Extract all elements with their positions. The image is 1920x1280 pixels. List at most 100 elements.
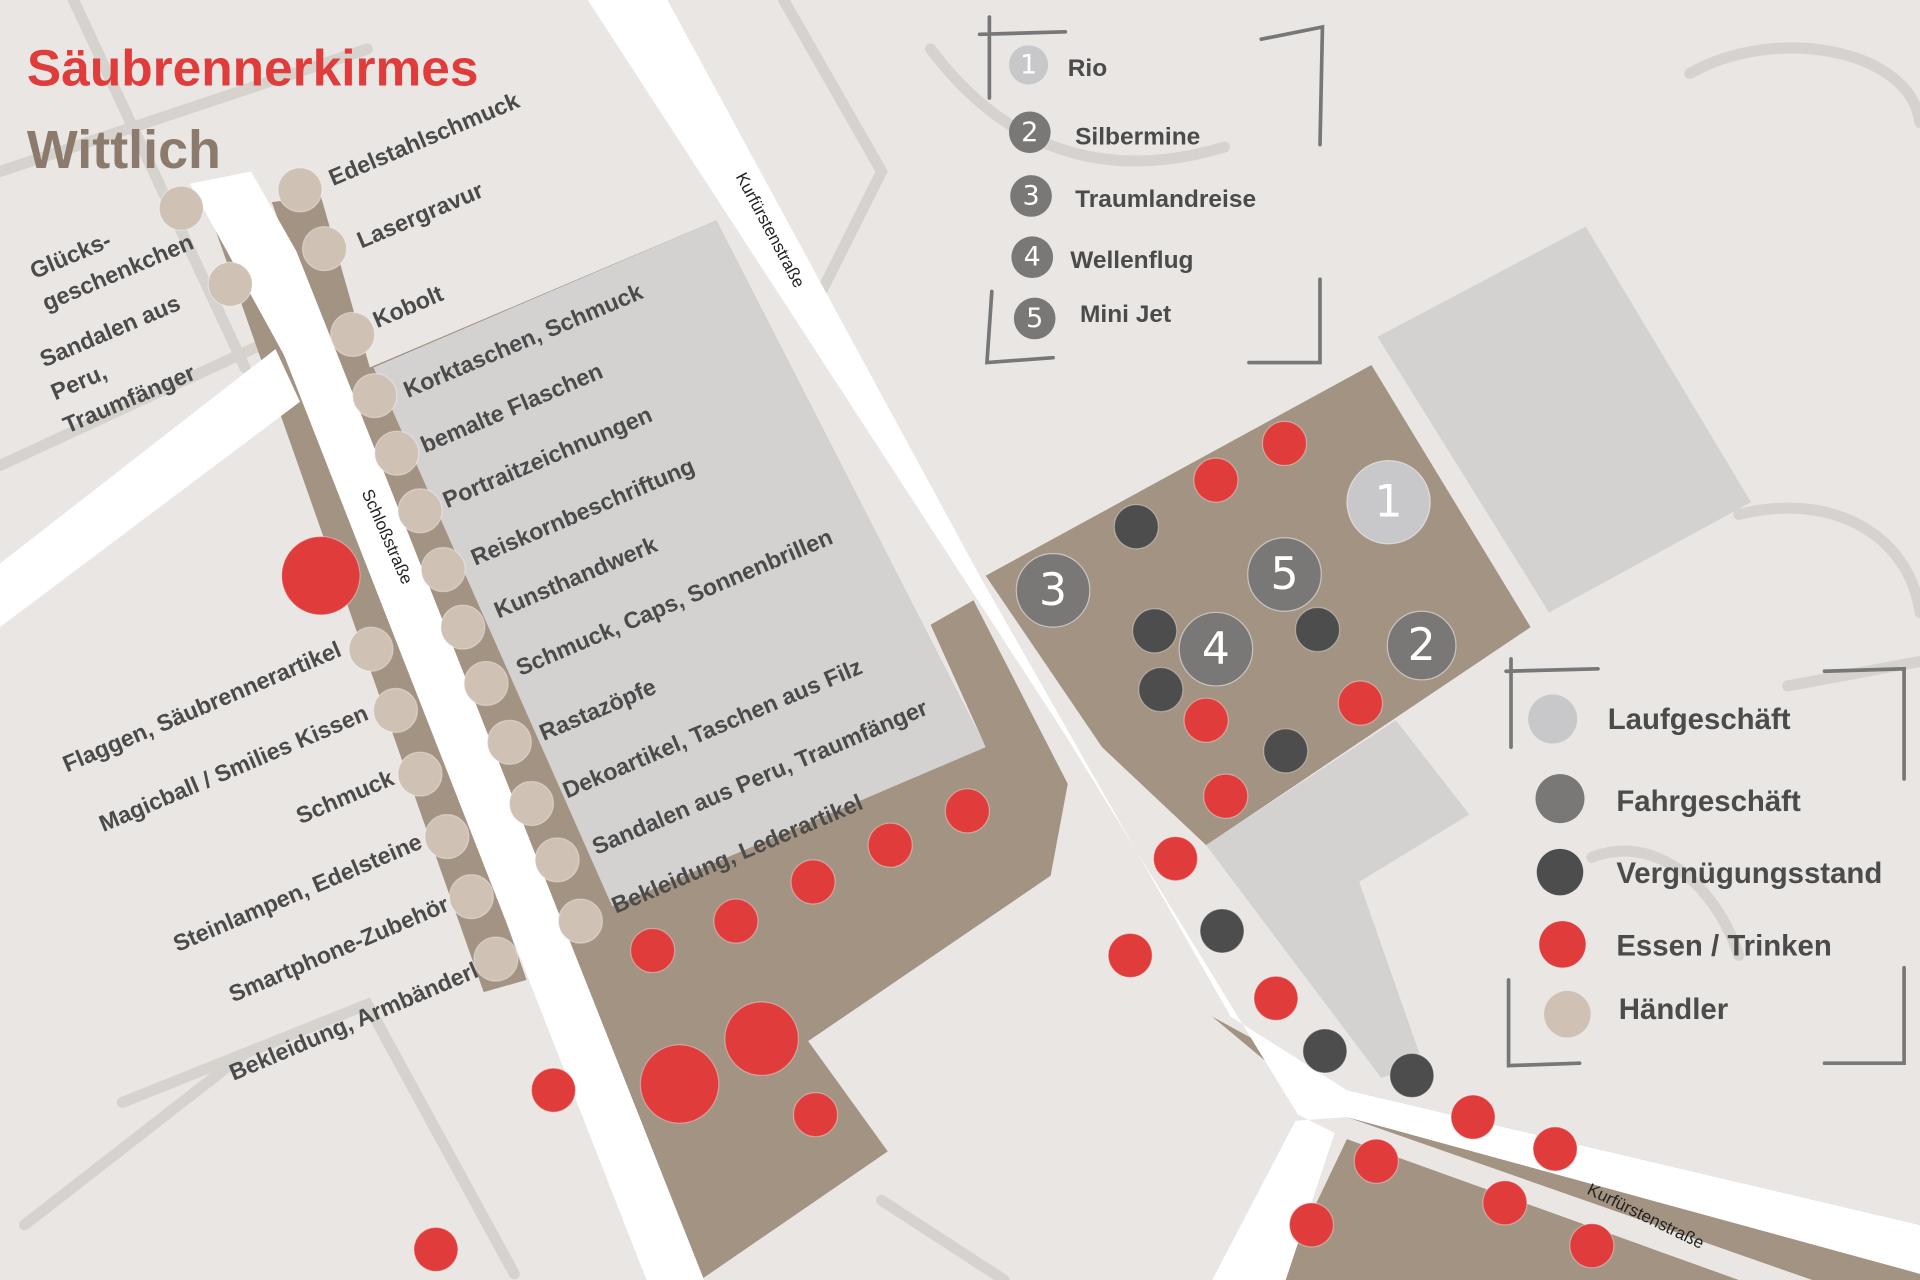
- food-marker: [1288, 1202, 1335, 1248]
- legend-item-haendler: Händler: [1544, 990, 1728, 1038]
- svg-text:5: 5: [1026, 303, 1043, 334]
- haendler-marker: [473, 936, 519, 982]
- ride-badge-icon: [1013, 297, 1056, 340]
- ride-badge-icon: [1010, 175, 1052, 217]
- haendler-marker: [424, 813, 470, 860]
- ride-marker-number: 4: [1202, 624, 1230, 675]
- food-marker: [1569, 1223, 1615, 1269]
- food-marker: [1152, 835, 1199, 882]
- vergnuegungsstand-marker: [1113, 504, 1159, 550]
- food-marker: [867, 822, 913, 868]
- food-marker: [724, 1001, 799, 1077]
- haendler-marker: [508, 780, 555, 827]
- food-marker: [413, 1226, 459, 1273]
- haendler-marker: [301, 225, 348, 272]
- vergnuegungsstand-marker: [1138, 666, 1184, 713]
- haendler-marker: [352, 372, 398, 419]
- svg-text:Essen / Trinken: Essen / Trinken: [1616, 929, 1831, 962]
- legend-item-fahrgeschaeft: Fahrgeschäft: [1535, 774, 1801, 824]
- vergnuegungsstand-marker: [1199, 908, 1245, 954]
- food-marker: [530, 1067, 577, 1113]
- svg-text:Laufgeschäft: Laufgeschäft: [1608, 703, 1791, 736]
- haendler-marker: [440, 604, 486, 650]
- map-title: Säubrennerkirmes: [27, 39, 479, 97]
- food-marker: [792, 1091, 839, 1138]
- ride-badge-icon: [1011, 236, 1054, 279]
- ride-marker-number: 3: [1039, 565, 1067, 616]
- haendler-marker-icon: [1544, 990, 1591, 1038]
- food-marker: [790, 859, 836, 905]
- food-marker: [1353, 1138, 1399, 1184]
- ride-marker-number: 2: [1408, 620, 1436, 671]
- food-marker: [639, 1044, 720, 1124]
- map-subtitle: Wittlich: [27, 120, 221, 180]
- type-legend: Laufgeschäft Fahrgeschäft Vergnügungssta…: [1504, 657, 1906, 1068]
- ride-item-2: 2 Silbermine: [1008, 111, 1200, 154]
- svg-text:Fahrgeschäft: Fahrgeschäft: [1616, 785, 1801, 818]
- haendler-marker: [374, 430, 420, 476]
- vergnuegungsstand-marker: [1389, 1052, 1435, 1099]
- haendler-marker: [463, 660, 509, 707]
- vergnuegungsstand-marker-icon: [1536, 848, 1584, 896]
- haendler-marker: [397, 751, 443, 797]
- haendler-marker: [486, 719, 533, 765]
- ride-marker-5: [1247, 537, 1322, 612]
- food-marker: [944, 788, 990, 834]
- laufgeschaeft-marker-icon: [1528, 694, 1578, 744]
- ride-marker-2: [1386, 610, 1457, 681]
- haendler-marker: [330, 311, 376, 358]
- svg-text:2: 2: [1021, 117, 1038, 148]
- svg-text:Traumlandreise: Traumlandreise: [1075, 186, 1256, 213]
- svg-text:Händler: Händler: [1619, 993, 1728, 1026]
- ride-marker-number: 5: [1270, 549, 1298, 600]
- food-marker: [1337, 680, 1384, 726]
- svg-text:Silbermine: Silbermine: [1075, 124, 1200, 151]
- ride-marker-4: [1178, 611, 1254, 687]
- food-marker-icon: [1539, 921, 1586, 968]
- haendler-marker: [277, 167, 323, 213]
- svg-text:Mini Jet: Mini Jet: [1080, 301, 1171, 328]
- food-marker: [1107, 932, 1153, 979]
- haendler-marker: [372, 687, 419, 734]
- food-marker: [1193, 457, 1239, 503]
- svg-text:4: 4: [1024, 242, 1041, 273]
- ride-marker-number: 1: [1375, 477, 1403, 528]
- ride-item-5: 5 Mini Jet: [1013, 297, 1171, 340]
- vergnuegungsstand-marker: [1294, 606, 1341, 653]
- legend-item-essen-trinken: Essen / Trinken: [1539, 921, 1832, 968]
- food-marker: [1532, 1126, 1578, 1172]
- haendler-marker: [534, 837, 580, 883]
- haendler-marker: [420, 546, 466, 593]
- haendler-marker: [348, 626, 394, 672]
- svg-text:Wellenflug: Wellenflug: [1070, 247, 1193, 274]
- legend-item-laufgeschaeft: Laufgeschäft: [1528, 694, 1791, 744]
- haendler-marker: [158, 185, 204, 231]
- food-marker: [1261, 420, 1308, 467]
- food-marker: [713, 898, 759, 944]
- vergnuegungsstand-marker: [1132, 608, 1178, 654]
- haendler-marker: [557, 898, 604, 944]
- food-marker: [1482, 1180, 1528, 1226]
- svg-text:Vergnügungsstand: Vergnügungsstand: [1616, 857, 1882, 890]
- food-marker: [1450, 1094, 1496, 1140]
- ride-badge-icon: [1008, 45, 1049, 85]
- food-marker: [630, 927, 676, 974]
- legend-item-vergnuegungsstand: Vergnügungsstand: [1536, 848, 1882, 896]
- ride-item-4: 4 Wellenflug: [1011, 236, 1194, 279]
- vergnuegungsstand-marker: [1302, 1028, 1348, 1074]
- vergnuegungsstand-marker: [1263, 728, 1309, 774]
- food-marker: [1253, 975, 1299, 1021]
- food-marker: [1183, 697, 1229, 743]
- blocks: [373, 220, 1752, 1078]
- ride-badge-icon: [1008, 111, 1051, 154]
- haendler-marker: [448, 873, 495, 920]
- ride-marker-1: [1346, 459, 1431, 545]
- svg-text:1: 1: [1020, 49, 1037, 80]
